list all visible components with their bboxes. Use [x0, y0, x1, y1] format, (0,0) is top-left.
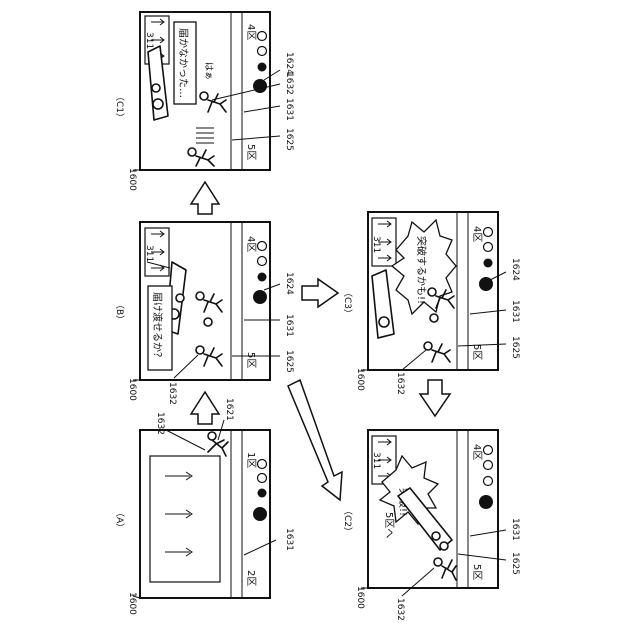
ref-311-c2: 311: [371, 452, 381, 469]
panel-c2: 突破!! 5区へ 4区 5区 （C2） 1600 311 1632 1631 1…: [342, 430, 520, 621]
ref-1600-c1: 1600: [127, 168, 137, 191]
ref-1632-c1: 1632: [284, 72, 294, 95]
panel-c2-caption: （C2）: [342, 506, 353, 536]
arrow-a-to-b: [191, 392, 219, 424]
ref-1625-c3: 1625: [510, 336, 520, 359]
panel-c1-zone-top: 4区: [245, 24, 257, 40]
panel-c3-burst-text: 突破するかも!!: [415, 236, 428, 304]
ref-1632-c2: 1632: [395, 598, 405, 621]
ref-1632-b: 1632: [167, 382, 177, 405]
ref-1621-a: 1621: [224, 398, 234, 421]
arrow-b-to-c3: [302, 279, 338, 307]
panel-a-caption: （A）: [114, 508, 125, 532]
ref-1631-b: 1631: [284, 314, 294, 337]
ref-1624-b: 1624: [284, 272, 294, 295]
panel-c1-speech: はぁ: [203, 62, 214, 80]
ref-311-b: 311: [144, 245, 154, 262]
ref-1625-c1: 1625: [284, 128, 294, 151]
panel-c3-caption: （C3）: [342, 288, 353, 318]
panel-c1-caption: （C1）: [114, 92, 125, 122]
panel-b-caption: （B）: [114, 300, 125, 324]
panel-c1: 届かなかった… はぁ 4区 5区 （C1） 1600 311 1624 1632: [114, 12, 294, 191]
ref-1600-c2: 1600: [355, 586, 365, 609]
panel-c3: 突破するかも!! 4区 5区 （C3） 1600 311 1632 1624 1…: [342, 212, 520, 395]
panel-b-zone-bottom: 5区: [245, 352, 257, 368]
ref-1625-b: 1625: [284, 350, 294, 373]
arrow-b-to-c2: [288, 380, 342, 500]
ref-1631-c3: 1631: [510, 300, 520, 323]
ref-1631-a: 1631: [284, 528, 294, 551]
ref-1624-c3: 1624: [510, 258, 520, 281]
panel-a-zone-top: 1区: [245, 452, 257, 468]
panel-c2-zone-bottom: 5区: [471, 564, 483, 580]
panel-c2-zone-top: 4区: [471, 444, 483, 460]
ref-1625-c2: 1625: [510, 552, 520, 575]
ref-1632-a: 1632: [155, 412, 165, 435]
ref-311-c1: 311: [144, 32, 154, 49]
panel-c3-zone-top: 4区: [471, 226, 483, 242]
ref-311-c3: 311: [371, 236, 381, 253]
arrow-c3-to-c2: [420, 380, 450, 416]
panel-c3-zone-bottom: 5区: [471, 344, 483, 360]
panel-c1-zone-bottom: 5区: [245, 144, 257, 160]
ref-1600-a: 1600: [127, 592, 137, 615]
ref-1631-c1: 1631: [284, 98, 294, 121]
panel-a-zone-bottom: 2区: [245, 570, 257, 586]
ref-1600-c3: 1600: [355, 368, 365, 391]
ref-1631-c2: 1631: [510, 518, 520, 541]
panel-c1-balloon-text: 届かなかった…: [177, 28, 189, 98]
panel-b: 届け渡せるか？ 4区 5区 （B） 1600 311 1632 1624 163…: [114, 222, 294, 405]
ref-1632-c3: 1632: [395, 372, 405, 395]
panel-c2-burst-line2: 5区へ: [383, 512, 395, 538]
panel-a: 1区 2区 （A） 1600 1632 1621 1631: [114, 398, 294, 615]
arrow-b-to-c1: [191, 182, 219, 214]
ref-1600-b: 1600: [127, 378, 137, 401]
panel-b-zone-top: 4区: [245, 236, 257, 252]
panel-b-balloon-text: 届け渡せるか？: [151, 292, 164, 362]
